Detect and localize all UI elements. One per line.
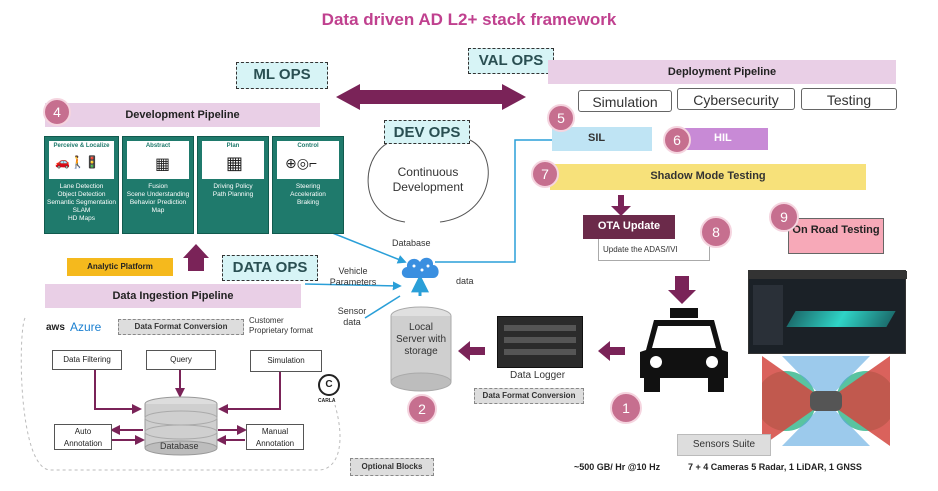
development-pipeline-label: Development Pipeline: [125, 109, 240, 121]
ota-sub-label: Update the ADAS/IVI: [603, 245, 678, 254]
sensor-coverage-diagram: [762, 356, 890, 446]
continuous-development-text: Continuous Development: [392, 165, 464, 194]
step-7-circle: 7: [531, 160, 559, 188]
card-perceive: Perceive & Localize 🚗🚶🚦 Lane Detection O…: [44, 136, 119, 234]
database-cylinder: [144, 396, 218, 456]
card-line: Acceleration: [290, 191, 326, 198]
deployment-pipeline-label: Deployment Pipeline: [667, 66, 777, 78]
on-road-testing-label: On Road Testing: [792, 224, 880, 236]
card-line: Semantic Segmentation: [46, 199, 116, 206]
database-label: Database: [392, 238, 431, 248]
throughput-label: ~500 GB/ Hr @10 Hz: [574, 462, 661, 472]
ota-update-label: OTA Update: [597, 220, 661, 232]
steering-icon: ⊕◎⌐: [285, 155, 318, 171]
step-1-circle: 1: [610, 392, 642, 424]
card-line: Steering: [295, 183, 321, 190]
scene-icon: ▦: [155, 156, 171, 173]
sil-bar: SIL: [552, 127, 652, 151]
card-line: Lane Detection: [59, 183, 104, 190]
shadow-mode-label: Shadow Mode Testing: [650, 170, 766, 182]
step-5-circle: 5: [547, 104, 575, 132]
card-control: Control ⊕◎⌐ Steering Acceleration Brakin…: [272, 136, 344, 234]
double-arrow: [336, 84, 526, 110]
card-line: Scene Understanding: [126, 191, 190, 198]
dev-ops-label: DEV OPS: [384, 120, 470, 144]
data-ingestion-label: Data Ingestion Pipeline: [112, 290, 234, 302]
step-4-circle: 4: [43, 98, 71, 126]
deployment-pipeline-bar: Deployment Pipeline: [548, 60, 896, 84]
card-control-title: Control: [297, 143, 319, 149]
data-logger-device: [497, 316, 583, 368]
card-abstract-title: Abstract: [145, 143, 171, 149]
card-line: SLAM: [72, 207, 91, 214]
hil-label: HIL: [714, 132, 732, 144]
ingestion-format-conversion: Data Format Conversion: [118, 319, 244, 335]
vehicle-parameters-label: Vehicle Parameters: [329, 266, 377, 287]
step-2-circle: 2: [407, 394, 437, 424]
on-road-testing-box: On Road Testing: [788, 218, 884, 254]
analytic-platform-box: Analytic Platform: [67, 258, 173, 276]
loop-arrow: [367, 139, 406, 223]
ingestion-database-label: Database: [160, 441, 199, 451]
card-plan: Plan ▦ Driving Policy Path Planning: [197, 136, 269, 234]
azure-logo: Azure: [70, 320, 102, 334]
optional-blocks-legend: Optional Blocks: [350, 458, 434, 476]
ota-sub-box: Update the ADAS/IVI: [598, 239, 710, 261]
card-plan-title: Plan: [226, 143, 240, 149]
logger-format-conversion: Data Format Conversion: [474, 388, 584, 404]
val-ops-label: VAL OPS: [468, 48, 554, 74]
hil-bar: HIL: [684, 128, 768, 150]
query-box: Query: [146, 350, 216, 370]
card-line: Braking: [296, 199, 320, 206]
carla-logo: C: [318, 374, 340, 396]
development-pipeline-bar: Development Pipeline: [45, 103, 320, 127]
car-person-icon: 🚗🚶🚦: [55, 155, 100, 169]
simulation-box: Simulation: [578, 90, 672, 112]
aws-logo: aws: [46, 322, 65, 333]
ota-update-box: OTA Update: [583, 215, 675, 239]
card-line: Behavior Prediction: [129, 199, 187, 206]
shadow-mode-bar: Shadow Mode Testing: [550, 164, 866, 190]
visualization-screenshot: [748, 270, 907, 354]
customer-format-label: Customer Proprietary format: [249, 316, 314, 335]
card-abstract: Abstract ▦ Fusion Scene Understanding Be…: [122, 136, 194, 234]
car-icon: [640, 308, 728, 392]
data-label: data: [456, 276, 474, 286]
manual-annotation-box: Manual Annotation: [246, 424, 304, 450]
data-logger-label: Data Logger: [510, 370, 566, 381]
sil-label: SIL: [588, 132, 606, 144]
cloud-icon: [401, 257, 439, 278]
card-line: Map: [151, 207, 165, 214]
page-title: Data driven AD L2+ stack framework: [321, 10, 617, 29]
data-filtering-box: Data Filtering: [52, 350, 122, 370]
local-server-label: Local Server with storage: [396, 322, 447, 357]
card-line: Fusion: [148, 183, 168, 190]
sensor-data-label: Sensor data: [337, 306, 367, 327]
local-server-cylinder: [390, 306, 452, 392]
auto-annotation-box: Auto Annotation: [54, 424, 112, 450]
sensor-config-label: 7 + 4 Cameras 5 Radar, 1 LiDAR, 1 GNSS: [688, 462, 862, 472]
ml-ops-label: ML OPS: [236, 62, 328, 89]
card-line: Path Planning: [212, 191, 254, 198]
data-ops-label: DATA OPS: [222, 255, 318, 281]
simulation-source-box: Simulation: [250, 350, 322, 372]
testing-box: Testing: [801, 88, 897, 110]
step-8-circle: 8: [700, 216, 732, 248]
card-line: HD Maps: [67, 215, 96, 222]
cybersecurity-box: Cybersecurity: [677, 88, 795, 110]
card-line: Driving Policy: [213, 183, 253, 190]
step-9-circle: 9: [769, 202, 799, 232]
card-perceive-title: Perceive & Localize: [53, 143, 110, 149]
data-ingestion-bar: Data Ingestion Pipeline: [45, 284, 301, 308]
grid-icon: ▦: [226, 153, 244, 173]
sensors-suite-box: Sensors Suite: [677, 434, 771, 456]
card-line: Object Detection: [57, 191, 106, 198]
carla-label: CARLA: [318, 398, 336, 404]
step-6-circle: 6: [663, 126, 691, 154]
